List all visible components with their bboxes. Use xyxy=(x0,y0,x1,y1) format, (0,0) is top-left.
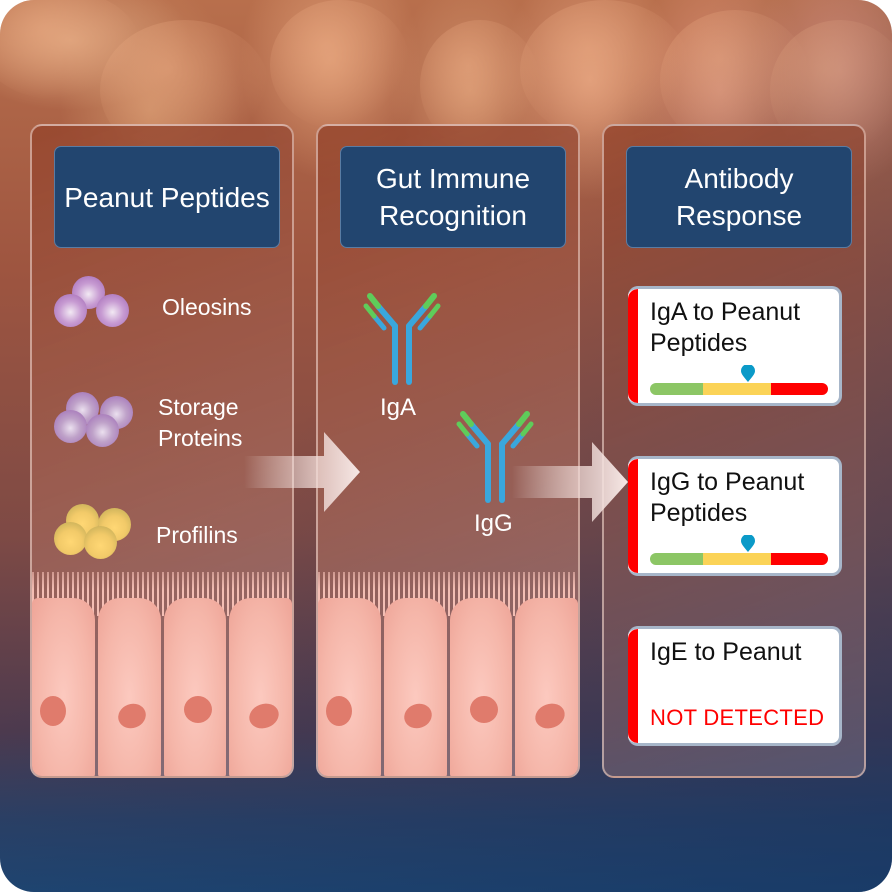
nucleus xyxy=(469,696,498,723)
protein-cluster-icon xyxy=(54,276,136,340)
level-scale xyxy=(650,553,828,565)
peptide-storage-proteins: Storage Proteins xyxy=(54,392,292,462)
result-card-iga: IgA to Peanut Peptides xyxy=(628,286,842,406)
panel-antibody-response: Antibody Response IgA to Peanut Peptides… xyxy=(602,124,866,778)
card-accent xyxy=(628,289,638,403)
epithelial-cell xyxy=(515,598,578,776)
scale-moderate xyxy=(703,383,772,395)
intestinal-epithelium xyxy=(32,572,292,776)
status-not-detected: NOT DETECTED xyxy=(650,705,825,730)
nucleus xyxy=(114,699,150,733)
panel-title: Gut Immune Recognition xyxy=(340,146,566,248)
scale-moderate xyxy=(703,553,772,565)
peptide-label: Oleosins xyxy=(162,294,252,320)
panel-peanut-peptides: Peanut Peptides Oleosins Storage Protein… xyxy=(30,124,294,778)
nucleus xyxy=(326,696,352,726)
location-marker-icon xyxy=(741,535,755,552)
result-title: IgA to Peanut Peptides xyxy=(650,298,801,357)
peptide-label: Profilins xyxy=(156,522,238,548)
panel-gut-immune-recognition: Gut Immune Recognition IgA xyxy=(316,124,580,778)
level-scale xyxy=(650,383,828,395)
antibody-label-iga: IgA xyxy=(380,394,417,421)
peptide-label-text: Storage Proteins xyxy=(158,394,243,451)
result-card-ige: IgE to Peanut NOT DETECTED xyxy=(628,626,842,746)
nucleus xyxy=(246,699,283,733)
antibody-icon xyxy=(363,293,441,385)
panel-title: Antibody Response xyxy=(626,146,852,248)
epithelial-cell xyxy=(229,598,292,776)
card-accent xyxy=(628,629,638,743)
scale-low xyxy=(650,553,704,565)
result-card-igg: IgG to Peanut Peptides xyxy=(628,456,842,576)
epithelial-cell xyxy=(163,598,227,776)
antibody-label-igg: IgG xyxy=(474,510,513,537)
peptide-profilins: Profilins xyxy=(54,504,284,574)
scale-low xyxy=(650,383,704,395)
nucleus xyxy=(40,696,66,726)
scale-high xyxy=(771,553,828,565)
antibody-icon xyxy=(456,411,534,503)
panel-title: Peanut Peptides xyxy=(54,146,280,248)
result-title: IgG to Peanut Peptides xyxy=(650,468,805,527)
nucleus xyxy=(400,699,436,733)
arrow-right-icon xyxy=(244,432,360,512)
result-title: IgE to Peanut xyxy=(650,638,802,666)
peptide-label: Storage Proteins xyxy=(158,392,288,454)
epithelial-cell xyxy=(318,598,381,776)
arrow-right-icon xyxy=(512,442,628,522)
epithelial-cell xyxy=(97,598,161,776)
peptide-oleosins: Oleosins xyxy=(54,276,284,346)
epithelial-cell xyxy=(32,598,95,776)
epithelial-cell xyxy=(383,598,447,776)
epithelial-cell xyxy=(449,598,513,776)
card-accent xyxy=(628,459,638,573)
location-marker-icon xyxy=(741,365,755,382)
protein-cluster-icon xyxy=(54,392,136,456)
scale-high xyxy=(771,383,828,395)
protein-cluster-icon xyxy=(54,504,136,568)
nucleus xyxy=(183,696,212,723)
intestinal-epithelium xyxy=(318,572,578,776)
nucleus xyxy=(532,699,569,733)
